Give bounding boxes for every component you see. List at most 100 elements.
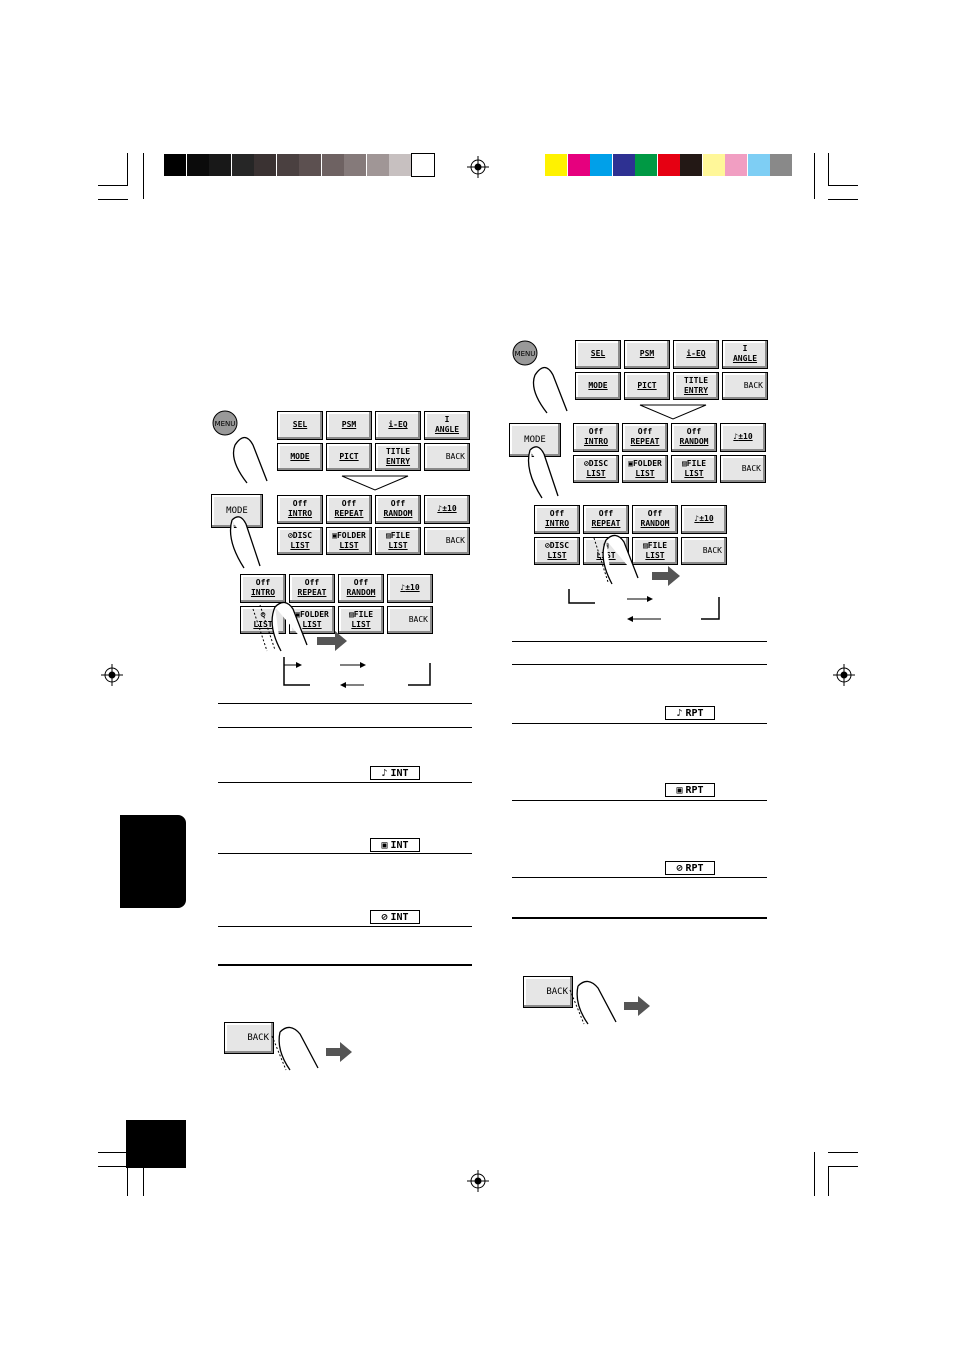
color-swatch	[702, 154, 725, 176]
crop-mark	[814, 1152, 815, 1196]
table-rule	[512, 723, 767, 724]
gray-swatch	[389, 154, 411, 176]
gray-swatch	[321, 154, 344, 176]
back-key[interactable]: BACK	[387, 605, 433, 634]
crop-mark	[828, 1152, 858, 1153]
skip-10-key[interactable]: ♪±10	[424, 495, 470, 524]
folder-intro-indicator: ▣INT	[370, 838, 420, 852]
back-key[interactable]: BACK	[720, 454, 766, 483]
crop-mark	[98, 185, 128, 186]
table-rule	[218, 853, 472, 854]
page-number-block	[126, 1120, 186, 1168]
psm-key[interactable]: PSM	[326, 411, 372, 440]
table-rule	[512, 664, 767, 665]
registration-mark-icon	[101, 664, 123, 686]
back-key[interactable]: BACK	[424, 442, 470, 471]
crop-mark	[828, 185, 858, 186]
disc-list-key[interactable]: ⊘LIST	[240, 605, 286, 634]
back-button[interactable]: BACK	[224, 1022, 274, 1054]
table-rule	[512, 641, 767, 642]
down-arrow-icon	[341, 475, 409, 491]
back-key[interactable]: BACK	[681, 536, 727, 565]
mode-key[interactable]: MODE	[277, 442, 323, 471]
folder-repeat-indicator: ▣RPT	[665, 783, 715, 797]
mode-key[interactable]: MODE	[575, 371, 621, 400]
psm-key[interactable]: PSM	[624, 340, 670, 369]
sel-key[interactable]: SEL	[277, 411, 323, 440]
back-key[interactable]: BACK	[722, 371, 768, 400]
ieq-key[interactable]: i-EQ	[375, 411, 421, 440]
press-finger-icon	[569, 980, 650, 1025]
crop-mark	[127, 1166, 128, 1196]
table-rule	[218, 782, 472, 783]
table-rule	[512, 877, 767, 878]
table-rule	[512, 800, 767, 801]
crop-mark	[98, 1166, 128, 1167]
ieq-key[interactable]: i-EQ	[673, 340, 719, 369]
skip-10-key[interactable]: ♪±10	[720, 423, 766, 452]
color-swatch	[635, 154, 657, 176]
back-key[interactable]: BACK	[424, 526, 470, 555]
table-rule	[218, 964, 472, 966]
skip-10-key[interactable]: ♪±10	[387, 574, 433, 603]
crop-mark	[828, 1166, 858, 1167]
press-finger-icon	[252, 601, 347, 652]
gray-swatch	[186, 154, 209, 176]
registration-mark-icon	[833, 664, 855, 686]
color-swatch	[567, 154, 590, 176]
sel-key[interactable]: SEL	[575, 340, 621, 369]
gray-swatch	[410, 153, 435, 177]
crop-mark	[98, 1152, 128, 1153]
color-swatch	[612, 154, 635, 176]
pict-key[interactable]: PICT	[624, 371, 670, 400]
menu-press-finger-icon: MENU	[212, 410, 268, 484]
table-rule	[218, 727, 472, 728]
press-finger-icon	[593, 534, 680, 586]
mode-press-finger-icon	[527, 446, 559, 499]
menu-finger-label: MENU	[215, 420, 236, 428]
skip-10-key[interactable]: ♪±10	[681, 505, 727, 534]
cycle-arrows-icon	[568, 589, 720, 622]
pict-key[interactable]: PICT	[326, 442, 372, 471]
back-button[interactable]: BACK	[523, 976, 573, 1008]
color-swatch	[545, 154, 567, 176]
gray-swatch	[299, 154, 321, 176]
menu-finger-label: MENU	[515, 350, 536, 358]
down-arrow-icon	[639, 404, 707, 420]
color-swatch	[770, 154, 792, 176]
registration-mark-icon	[467, 156, 489, 178]
track-repeat-indicator: ♪RPT	[665, 706, 715, 720]
cycle-arrows-icon	[283, 657, 431, 688]
language-tab	[120, 815, 186, 908]
crop-mark	[143, 1152, 144, 1196]
